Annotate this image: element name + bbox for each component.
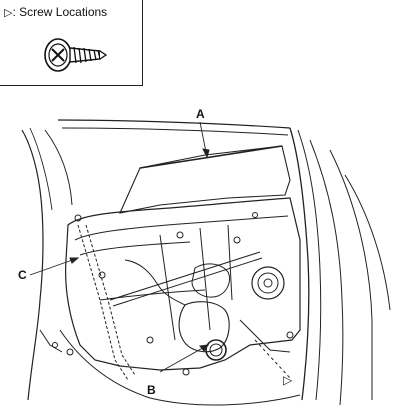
legend-text: : Screw Locations: [12, 5, 108, 19]
callout-c: C: [18, 268, 27, 282]
leader-c: [29, 257, 79, 276]
screw-location-marker: ▷: [283, 373, 293, 387]
door-bottom: [59, 329, 301, 406]
callout-b: B: [147, 383, 156, 397]
b-pillar: [289, 127, 310, 401]
body-frame-left: [21, 129, 44, 401]
legend-marker: ▷: [4, 6, 13, 19]
callout-a: A: [196, 107, 205, 121]
screw-icon: [44, 38, 108, 72]
window-glass: [119, 145, 291, 214]
speaker: [251, 266, 285, 300]
regulator-rail: [109, 251, 261, 301]
legend-box: ▷: Screw Locations: [0, 0, 143, 86]
regulator-motor: [205, 339, 227, 361]
door-sash: [57, 119, 291, 129]
legend-label: ▷: Screw Locations: [4, 5, 107, 19]
bracket-c: [77, 224, 129, 381]
door-inner-panel: [65, 197, 301, 371]
leader-b: [159, 344, 209, 373]
